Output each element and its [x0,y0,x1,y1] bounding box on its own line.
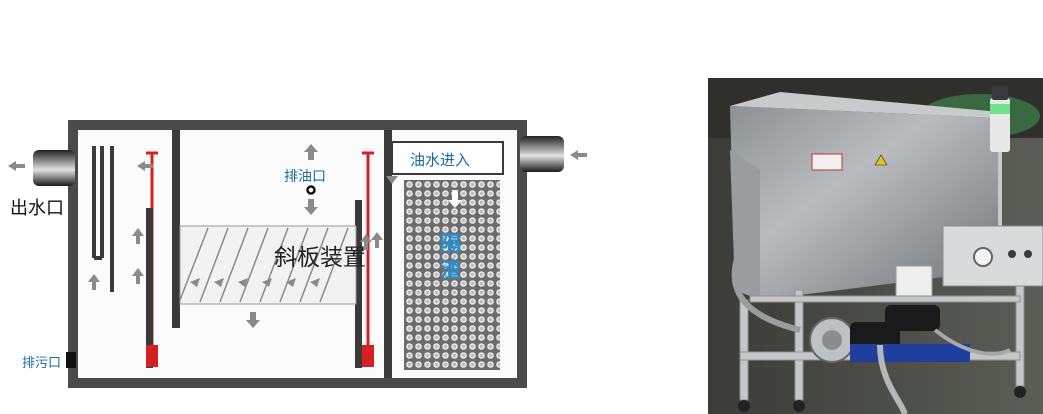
flow-arrow-up-2-icon [132,228,144,244]
hose-right [877,344,908,414]
caster-1 [738,400,750,412]
warning-label [811,153,843,171]
red-rod-left [146,151,158,368]
caster-2 [793,400,805,412]
drain-label: 排污口 [22,356,61,371]
oil-up-arrow-icon [304,144,318,160]
pump-motor-right [885,305,940,331]
partition-middle [384,130,392,378]
flow-arrow-down-1-icon [246,312,260,328]
oil-down-arrow-icon [304,199,318,215]
flow-arrow-left-1-icon [137,161,153,171]
caster-3 [1014,386,1026,398]
outlet-arrow-icon [8,161,25,171]
slag-screen [404,180,500,370]
inlet-arrow-icon [570,150,587,160]
slag-down-arrow-icon [448,190,462,208]
outlet-overflow-channel [92,146,114,292]
control-gauge [973,247,993,267]
partition-left [172,130,180,328]
oil-outlet-port [306,185,316,195]
flow-arrow-right-2-icon [371,232,383,248]
inlet-pipe [520,136,564,172]
warning-triangle-icon [874,154,888,166]
tank-outer-wall [68,120,527,388]
drain-valve [66,352,76,368]
junction-box [895,265,933,299]
oil-outlet-label: 排油口 [284,169,326,185]
flow-arrow-right-1-icon [360,234,372,250]
flow-arrow-up-3-icon [132,268,144,284]
hose-left [731,248,801,333]
plate-device-label: 斜板装置 [274,245,366,271]
signal-tower-pole [998,150,1002,238]
flow-arrow-down-2-icon [386,176,398,184]
slag-label-2: 渣 [440,258,462,282]
equipment-photo [708,78,1043,414]
flow-arrow-up-1-icon [88,274,100,290]
separator-diagram: 斜板装置 隔 渣 油水进入 排油口 出水口 排污口 [8,120,587,388]
inclined-plate-device [179,225,357,305]
flow-arrows [88,161,398,328]
slag-label-1: 隔 [440,232,461,256]
inlet-label-box [391,141,504,175]
inlet-label: 油水进入 [410,151,470,169]
stainless-tank [730,106,1000,300]
outlet-label: 出水口 [10,198,64,219]
outlet-pipe [33,150,75,186]
